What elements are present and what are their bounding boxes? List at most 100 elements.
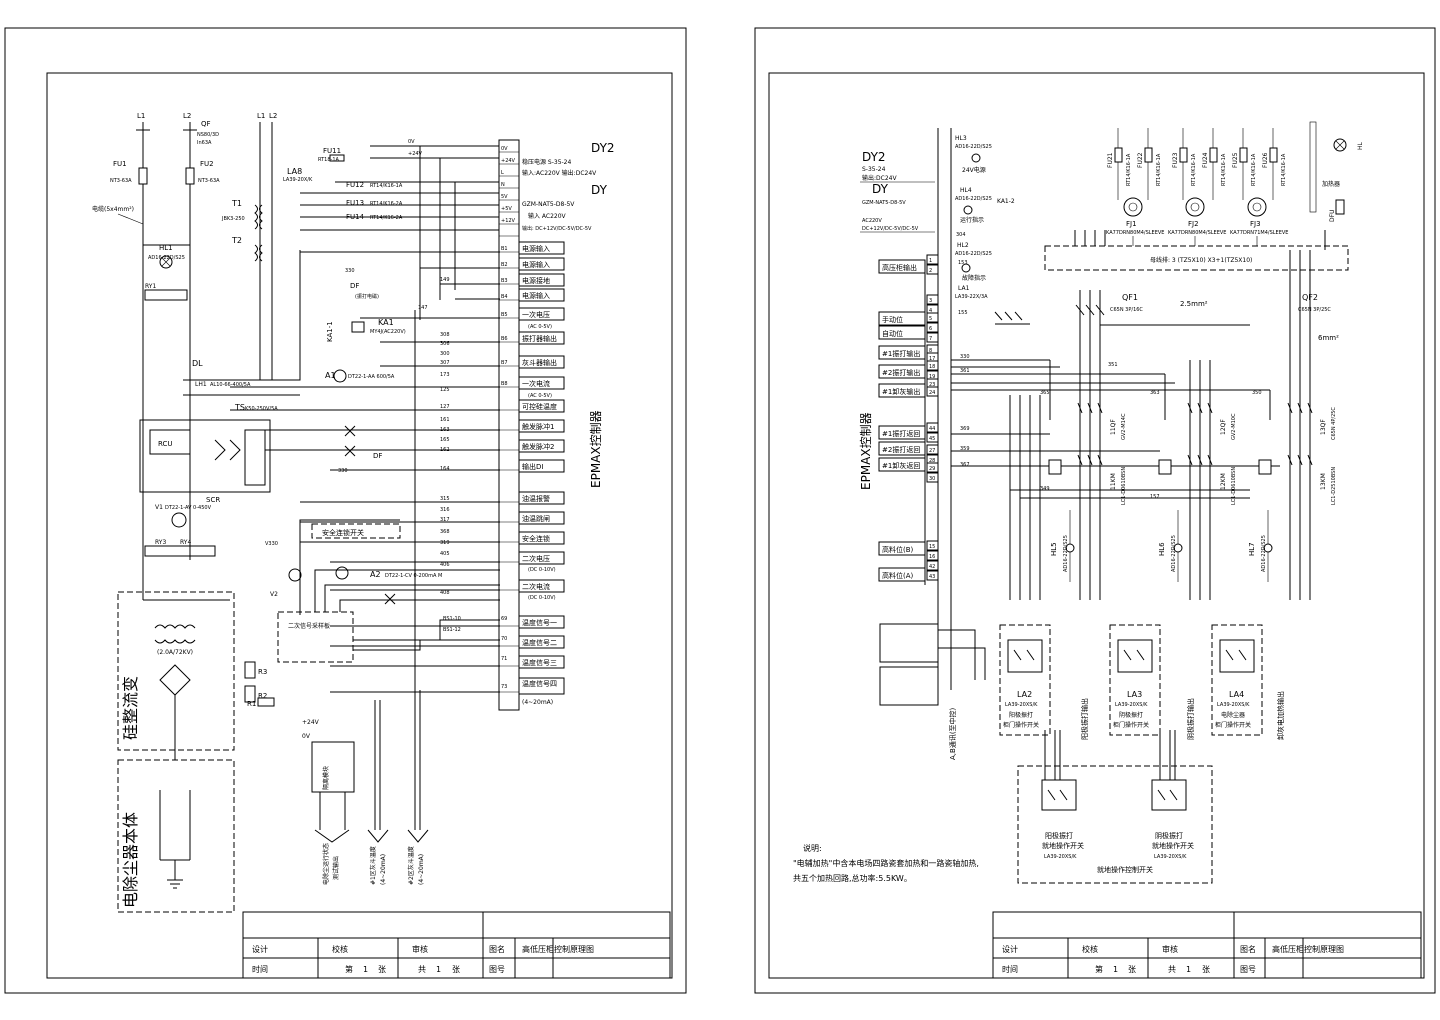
tb-drawing-name: 高低压柜控制原理图: [1272, 944, 1344, 954]
lamp-cross-icon: [161, 257, 171, 267]
bridge-rectifier-icon: [159, 664, 191, 696]
safety-switch-label: 安全连锁开关: [322, 528, 364, 537]
motor-name: FJ2: [1188, 220, 1199, 228]
motor-inner-icon: [1128, 202, 1138, 212]
wire-no: BS1-12: [443, 627, 461, 633]
tb-check: 校核: [332, 944, 348, 954]
precipitator-body: 电除尘器本体: [117, 759, 235, 913]
signal-label: 温度信号二: [522, 638, 557, 647]
motor-spec: KA77DRN80M4/SLEEVE: [1168, 230, 1226, 236]
la8-spec: LA39-20X/K: [283, 177, 313, 183]
a1-spec: DT22-1-AA 600/5A: [348, 374, 395, 380]
contactor-contact-icon: [1187, 454, 1213, 466]
switch-note: 柜门操作开关: [1113, 721, 1149, 729]
isolator-and-outputs: +24V 0V 隔离模块 电除尘运行状态 测试输出 #1区灰斗温度 (4~20m…: [302, 690, 429, 885]
scr-label: SCR: [206, 496, 220, 504]
hl4-lamp-icon: [963, 205, 973, 215]
terminal-code: N: [501, 182, 505, 188]
wire-no: 315: [440, 496, 450, 502]
right-sheet-outer-border: [754, 27, 1436, 994]
terminal-cell: [926, 472, 939, 483]
contactor-spec: GV2-M14C: [1121, 413, 1127, 440]
terminal-cell: [926, 294, 939, 305]
field-anode-spec: LA39-20XS/K: [1044, 854, 1077, 860]
tb-review: 审核: [1162, 944, 1178, 954]
switch-block-frame: [999, 624, 1051, 736]
terminal-cell: [926, 570, 939, 581]
output-anode: 阳极振打输出: [1080, 698, 1089, 740]
terminal-code: 24: [929, 390, 935, 396]
qf-label: QF: [201, 120, 211, 128]
wire-no: 359: [960, 446, 970, 452]
field-switch-anode: [1041, 779, 1077, 811]
epmax-controller-label: EPMAX控制器: [589, 410, 603, 488]
output-arrow-icon: [314, 829, 429, 843]
qf1-breaker-icon: [1075, 304, 1105, 316]
field-cathode-spec: LA39-20XS/K: [1154, 854, 1187, 860]
motor-inner-icon: [1252, 202, 1262, 212]
control-label: 高料位(A): [882, 571, 914, 580]
wire-no: 165: [440, 437, 450, 443]
dy2-line1: 稳压电源 S-35-24: [522, 158, 571, 166]
terminal-code: 70: [501, 636, 507, 642]
tb-date: 时间: [252, 964, 268, 974]
comm-port-2: [879, 666, 939, 706]
terminal-code: 29: [929, 466, 935, 472]
contactor-coil-icon: [1158, 459, 1172, 475]
tb-drawing-name: 高低压柜控制原理图: [522, 944, 594, 954]
wire-no: 368: [440, 529, 450, 535]
note-title: 说明:: [803, 843, 822, 853]
wire-no: 300: [440, 351, 450, 357]
r2-resistor-icon: [244, 685, 256, 703]
contactor-spec: LC1-D0610BSN: [1231, 467, 1237, 505]
contactor-spec: GV2-M10C: [1231, 413, 1237, 440]
tb-number-label: 图号: [1240, 965, 1256, 974]
terminal-code: 28: [929, 458, 935, 464]
field-cathode-line1: 阴极振打: [1155, 831, 1183, 840]
terminal-code: 73: [501, 684, 507, 690]
output-2-line1: #1区灰斗温度: [369, 846, 377, 885]
output-3-line2: (4~20mA): [418, 854, 425, 885]
cable-6: 6mm²: [1318, 334, 1339, 342]
signal-box: [518, 439, 565, 453]
signal-label: 触发脉冲2: [522, 442, 554, 451]
hl3-note: 24V电源: [962, 166, 986, 174]
lamp-cross-icon: [1335, 140, 1345, 150]
signal-label: 一次电流: [522, 379, 550, 388]
a2-spec: DT22-1-CV 0-200mA M: [385, 573, 442, 579]
la1-spec: LA39-22X/3A: [955, 294, 988, 300]
terminal-strip-frame: [498, 139, 520, 711]
signal-label: 油温报警: [522, 494, 550, 503]
terminal-code: +24V: [501, 158, 516, 164]
fu1-fuse-icon: [138, 167, 148, 185]
switch-body-icon: [1117, 639, 1153, 673]
r-dy2-line1: S-35-24: [862, 166, 886, 173]
motor-name: FJ3: [1250, 220, 1261, 228]
left-sheet: L1 L2 L1 L2 QF NS80/3D In63A FU1 NT3-63A…: [4, 27, 687, 994]
terminal-code: 42: [929, 564, 935, 570]
hl4-spec: AD16-22D/S25: [955, 196, 992, 202]
field-cathode-line2: 就地操作开关: [1152, 841, 1194, 850]
signal-box: [518, 331, 565, 345]
switch-name: LA2: [1017, 690, 1032, 699]
terminal-cell: [926, 332, 939, 343]
terminal-cell: [926, 360, 939, 371]
fu13-label: FU13: [346, 199, 364, 207]
contactor-coil-icon: [1258, 459, 1272, 475]
fuse-icon: [1269, 147, 1278, 163]
fu12-label: FU12: [346, 181, 364, 189]
wire-no: 149: [440, 277, 450, 283]
right-switch-blocks: LA2LA39-20XS/K阳极振打柜门操作开关LA3LA39-20XS/K阴极…: [999, 624, 1263, 736]
v1-voltmeter-icon: [171, 512, 187, 528]
terminal-cell: [926, 540, 939, 551]
dfu-label: DFU: [1329, 210, 1336, 222]
contactor-spec: C65N 4P/25C: [1331, 407, 1337, 440]
hl2-label: HL2: [957, 242, 969, 249]
lamp-name: HL7: [1248, 542, 1256, 556]
hl1-spec: AD16-22D/S25: [148, 255, 185, 261]
control-label: 高压柜输出: [882, 263, 917, 272]
comm-note: A,B通讯(至中控): [948, 707, 957, 760]
fuse-name: FU22: [1137, 152, 1144, 168]
switch-spec: LA39-20XS/K: [1005, 702, 1038, 708]
